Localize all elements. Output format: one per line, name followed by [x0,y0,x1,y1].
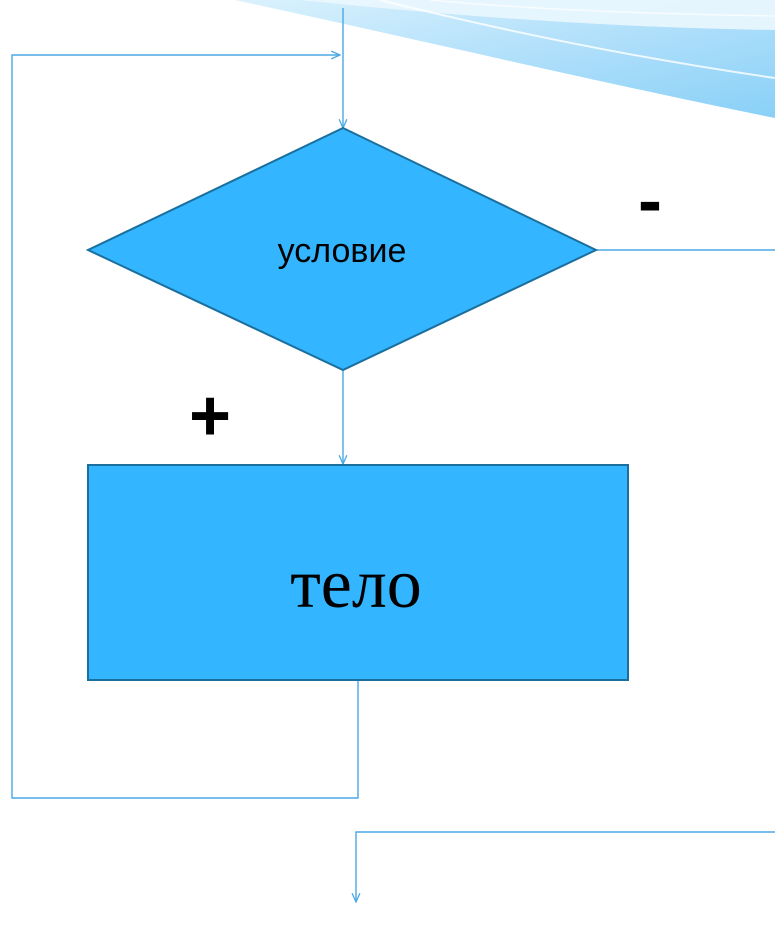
condition-decision: условие [85,126,599,372]
exit-arrow [356,831,775,902]
true-branch-label: + [189,376,231,456]
connectors [11,8,775,902]
body-label: тело [290,546,422,623]
condition-label: условие [278,232,407,270]
false-branch-label: - [638,161,662,241]
loop-body-block: тело [87,464,629,681]
loop-back-line [11,55,359,799]
decorative-banner [235,0,775,118]
